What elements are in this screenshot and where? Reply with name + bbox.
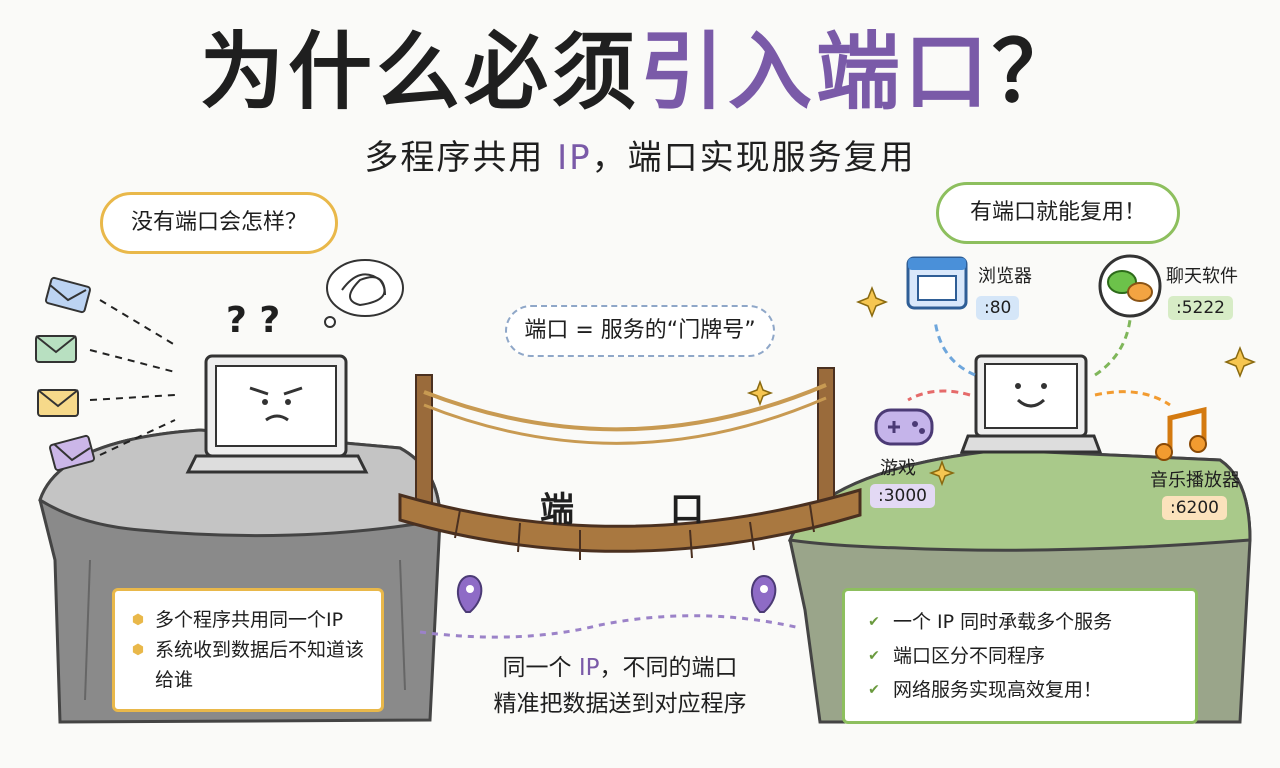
right-speech-bubble: 有端口就能复用！ — [936, 182, 1180, 244]
bullet-icon: ⬢ — [131, 642, 145, 658]
check-icon: ✔ — [868, 648, 880, 664]
list-item: ✔ 网络服务实现高效复用！ — [865, 675, 1175, 705]
list-item: ⬢ 系统收到数据后不知道该给谁 — [129, 635, 367, 695]
port-tag-game: :3000 — [870, 484, 935, 508]
title-question-mark: ？ — [992, 23, 1081, 121]
port-definition-bubble: 端口 = 服务的“门牌号” — [505, 305, 775, 357]
problem-text: 多个程序共用同一个IP — [155, 609, 344, 631]
port-tag-music: :6200 — [1162, 496, 1227, 520]
chat-icon — [1098, 254, 1162, 318]
envelope-icon — [35, 335, 77, 363]
app-name-browser: 浏览器 — [978, 266, 1032, 287]
list-item: ✔ 端口区分不同程序 — [865, 641, 1175, 671]
solution-panel: ✔ 一个 IP 同时承载多个服务 ✔ 端口区分不同程序 ✔ 网络服务实现高效复用！ — [842, 588, 1198, 724]
happy-laptop — [959, 354, 1103, 454]
port-tag-browser: :80 — [976, 296, 1020, 320]
title-highlight: 引入端口 — [639, 23, 992, 121]
envelope-icon — [44, 276, 92, 314]
center-line1-ip: IP — [578, 655, 600, 681]
check-icon: ✔ — [868, 614, 880, 630]
app-name-game: 游戏 — [880, 458, 916, 479]
confused-laptop — [185, 354, 369, 474]
location-pin-left-icon — [456, 574, 483, 613]
envelope-icon — [48, 434, 96, 472]
question-marks: ? ? — [226, 300, 281, 341]
center-line-2: 精准把数据送到对应程序 — [493, 691, 747, 717]
center-line1-c: ，不同的端口 — [599, 655, 738, 681]
bullet-icon: ⬢ — [131, 612, 145, 628]
location-pin-right-icon — [750, 574, 777, 613]
subtitle-ip: IP — [557, 138, 592, 178]
browser-icon — [906, 256, 968, 310]
scribble-thought-icon — [324, 259, 404, 328]
solution-text: 一个 IP 同时承载多个服务 — [893, 611, 1113, 633]
subtitle-part3: ，端口实现服务复用 — [591, 138, 916, 178]
app-name-chat: 聊天软件 — [1166, 266, 1238, 287]
page-subtitle: 多程序共用 IP，端口实现服务复用 — [0, 130, 1280, 179]
sparkle-icon — [746, 285, 1257, 487]
problem-panel: ⬢ 多个程序共用同一个IP ⬢ 系统收到数据后不知道该给谁 — [112, 588, 384, 712]
bridge-label-char2: 口 — [670, 490, 704, 530]
center-line-1: 同一个 IP，不同的端口 — [440, 650, 800, 686]
rope-bridge — [398, 367, 862, 560]
music-note-icon — [1155, 406, 1207, 461]
title-part1: 为什么必须 — [199, 23, 640, 121]
bridge-label-char1: 端 — [540, 490, 574, 530]
page-title: 为什么必须引入端口？ — [0, 22, 1280, 122]
list-item: ✔ 一个 IP 同时承载多个服务 — [865, 607, 1175, 637]
solution-text: 端口区分不同程序 — [893, 645, 1046, 667]
center-line1-a: 同一个 — [502, 655, 579, 681]
problem-text: 系统收到数据后不知道该给谁 — [155, 639, 365, 691]
subtitle-part1: 多程序共用 — [364, 138, 558, 178]
center-summary: 同一个 IP，不同的端口 精准把数据送到对应程序 — [440, 650, 800, 722]
envelope-icon — [37, 389, 79, 417]
solution-text: 网络服务实现高效复用！ — [893, 679, 1103, 701]
app-name-music: 音乐播放器 — [1150, 470, 1240, 491]
port-tag-chat: :5222 — [1168, 296, 1233, 320]
left-speech-bubble: 没有端口会怎样？ — [100, 192, 338, 254]
gamepad-icon — [874, 408, 934, 446]
check-icon: ✔ — [868, 682, 880, 698]
list-item: ⬢ 多个程序共用同一个IP — [129, 605, 367, 635]
